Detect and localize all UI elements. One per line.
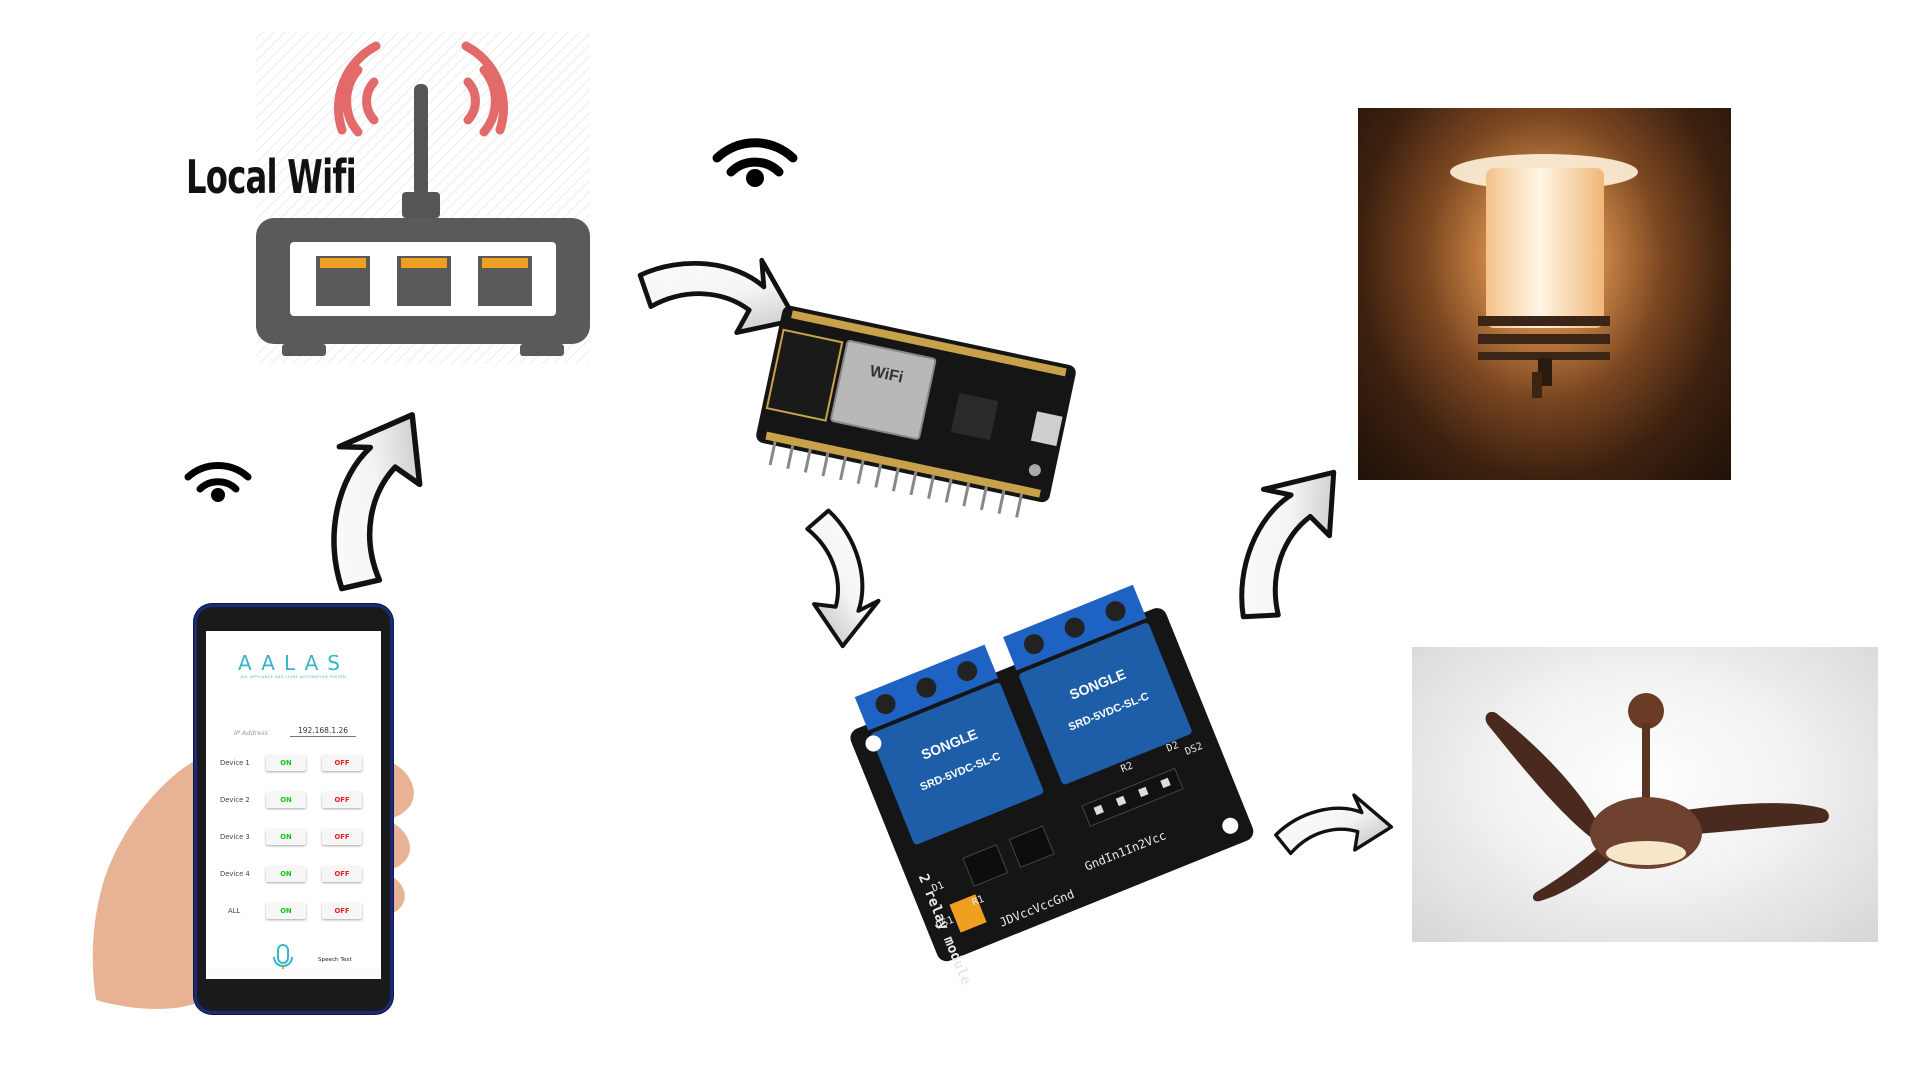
device-1-off-button[interactable]: OFF bbox=[322, 755, 362, 771]
app-tagline: ALL APPLIANCE AND LIGHT AUTOMATION SYSTE… bbox=[240, 675, 347, 679]
device-2-on-button[interactable]: ON bbox=[266, 792, 306, 808]
ceiling-fan-illustration bbox=[1485, 693, 1829, 902]
device-row: Device 4 ON OFF bbox=[218, 866, 378, 884]
router-antenna bbox=[414, 84, 428, 196]
nodemcu-board: WiFi bbox=[756, 305, 1076, 518]
router-port bbox=[478, 256, 532, 306]
pin-header bbox=[1081, 767, 1184, 827]
relay: SONGLE SRD-5VDC-SL-C bbox=[870, 682, 1044, 845]
led-label: R1 bbox=[971, 894, 986, 909]
device-4-on-button[interactable]: ON bbox=[266, 866, 306, 882]
device-name: Device 1 bbox=[220, 759, 250, 767]
wifi-icon bbox=[712, 138, 798, 187]
device-name: ALL bbox=[228, 907, 241, 915]
router-label: Local Wifi bbox=[186, 150, 357, 204]
device-2-off-button[interactable]: OFF bbox=[322, 792, 362, 808]
device-3-on-button[interactable]: ON bbox=[266, 829, 306, 845]
device-4-off-button[interactable]: OFF bbox=[322, 866, 362, 882]
esp-chip bbox=[830, 339, 937, 440]
device-name: Device 4 bbox=[220, 870, 250, 878]
ip-label: IP Address bbox=[234, 729, 269, 737]
jumper bbox=[949, 894, 987, 933]
all-off-button[interactable]: OFF bbox=[322, 903, 362, 919]
device-row: Device 1 ON OFF bbox=[218, 755, 378, 773]
terminal-blocks bbox=[854, 584, 1147, 731]
app-screen: AALAS ALL APPLIANCE AND LIGHT AUTOMATION… bbox=[206, 631, 381, 979]
relay-module: SONGLE SRD-5VDC-SL-C SONGLE SRD-5VDC-SL-… bbox=[850, 584, 1254, 987]
optocouplers bbox=[962, 825, 1055, 887]
app-logo: AALAS bbox=[238, 651, 349, 675]
device-name: Device 3 bbox=[220, 833, 250, 841]
device-name: Device 2 bbox=[220, 796, 250, 804]
led-label: R2 bbox=[1119, 760, 1134, 775]
all-on-button[interactable]: ON bbox=[266, 903, 306, 919]
ceiling-fan-photo bbox=[1412, 647, 1878, 942]
relay: SONGLE SRD-5VDC-SL-C bbox=[1019, 623, 1192, 785]
router-signal-icon bbox=[334, 41, 508, 137]
system-nav-bar bbox=[206, 969, 381, 979]
router-port bbox=[316, 256, 370, 306]
device-row: Device 2 ON OFF bbox=[218, 792, 378, 810]
wall-lamp-illustration bbox=[1450, 154, 1638, 398]
ip-address-input[interactable]: 192.168.1.26 bbox=[290, 726, 356, 737]
arrow-nodemcu-to-relay bbox=[799, 505, 886, 650]
led-labels: D1 D2 DS1 DS2 R1 R2 bbox=[930, 740, 1204, 932]
chip-wifi-text: WiFi bbox=[868, 363, 904, 387]
device-1-on-button[interactable]: ON bbox=[266, 755, 306, 771]
wifi-icon bbox=[184, 462, 252, 502]
wall-lamp-photo bbox=[1358, 108, 1731, 480]
router-icon bbox=[256, 32, 590, 364]
device-3-off-button[interactable]: OFF bbox=[322, 829, 362, 845]
device-row: Device 3 ON OFF bbox=[218, 829, 378, 847]
led-label: D1 bbox=[930, 880, 945, 895]
arrow-relay-to-fan bbox=[1270, 788, 1396, 863]
speech-text-label: Speech Text bbox=[318, 957, 352, 963]
arrow-phone-to-router bbox=[298, 396, 439, 601]
arrow-relay-to-lamp bbox=[1206, 447, 1356, 635]
smartphone: AALAS ALL APPLIANCE AND LIGHT AUTOMATION… bbox=[194, 604, 393, 1014]
router-port bbox=[397, 256, 451, 306]
led-label: D2 bbox=[1165, 740, 1180, 755]
device-row: ALL ON OFF bbox=[218, 903, 378, 921]
